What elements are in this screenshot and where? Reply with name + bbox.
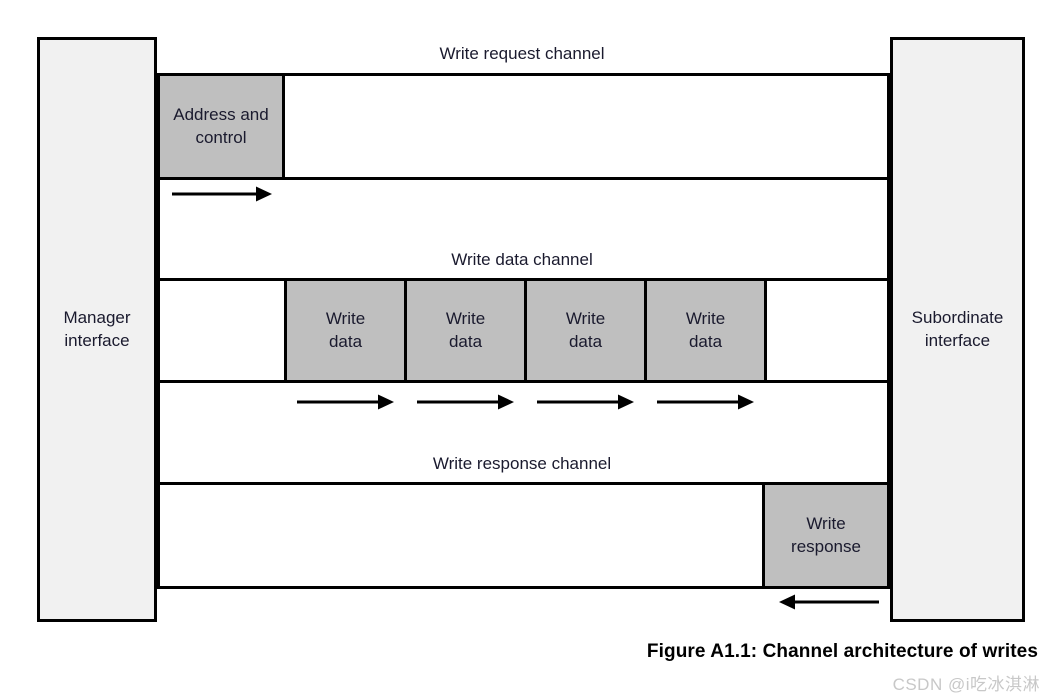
write-response-top-rail [157,482,890,485]
payload-write-data-4-line2: data [688,331,723,351]
payload-address-and-control-label: Address and control [173,104,268,150]
payload-write-data-4-line1: Write [685,308,726,328]
manager-interface-label: Manager interface [63,307,130,353]
payload-write-data-1: Write data [284,278,407,383]
clipped-header-strip [0,0,1053,10]
channel-band-left-rail [157,73,160,586]
write-response-bottom-rail [157,586,890,589]
payload-write-data-3-line1: Write [565,308,606,328]
payload-write-response: Write response [762,482,890,589]
write-request-top-rail [157,73,890,76]
channel-band-right-rail [887,73,890,586]
write-data-arrow-right-4 [657,394,754,410]
payload-write-data-1-line1: Write [325,308,366,328]
payload-write-data-3-label: Write data [566,308,605,354]
write-data-channel-label: Write data channel [451,250,593,269]
write-data-arrow-right-2 [417,394,514,410]
subordinate-interface-box: Subordinate interface [890,37,1025,622]
write-data-arrow-right-3 [537,394,634,410]
manager-interface-label-line1: Manager [63,307,131,327]
write-request-arrow-right [172,186,272,202]
watermark-text: CSDN @i吃冰淇淋 [892,675,1040,694]
payload-write-data-1-label: Write data [326,308,365,354]
write-request-channel-label: Write request channel [439,44,605,63]
payload-write-data-4-label: Write data [686,308,725,354]
write-response-channel-label: Write response channel [432,454,612,473]
payload-write-response-label: Write response [791,513,861,559]
write-response-arrow-left [772,594,879,610]
figure-caption: Figure A1.1: Channel architecture of wri… [646,641,1038,662]
subordinate-interface-label-line1: Subordinate [911,307,1004,327]
write-request-bottom-rail [157,177,890,180]
manager-interface-box: Manager interface [37,37,157,622]
payload-write-data-3: Write data [524,278,647,383]
payload-write-response-line1: Write [806,513,846,533]
write-data-arrow-right-1 [297,394,394,410]
payload-write-data-2: Write data [404,278,527,383]
payload-write-data-2-line2: data [448,331,483,351]
payload-write-response-line2: response [791,536,861,556]
subordinate-interface-label: Subordinate interface [912,307,1004,353]
manager-interface-label-line2: interface [64,330,130,350]
payload-write-data-2-label: Write data [446,308,485,354]
payload-address-and-control: Address and control [157,73,285,180]
payload-write-data-1-line2: data [328,331,363,351]
payload-write-data-2-line1: Write [445,308,486,328]
payload-write-data-3-line2: data [568,331,603,351]
payload-address-and-control-line1: Address and [173,104,269,124]
payload-write-data-4: Write data [644,278,767,383]
subordinate-interface-label-line2: interface [924,330,991,350]
payload-address-and-control-line2: control [195,127,247,147]
